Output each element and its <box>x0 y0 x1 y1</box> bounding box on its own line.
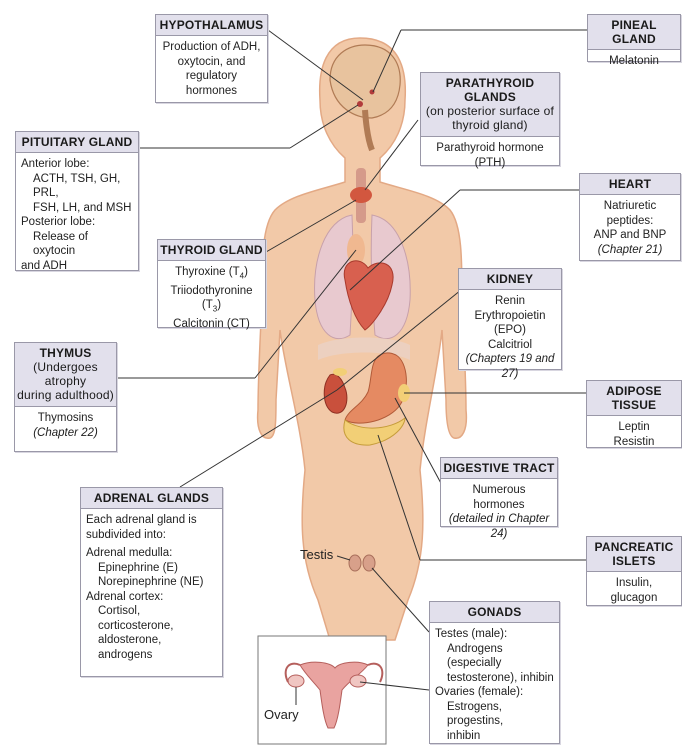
pancreatic-title: PANCREATIC <box>589 540 679 554</box>
kidney-line: Renin <box>464 294 556 309</box>
thyroid-line-t3: Triiodothyronine (T3) <box>163 284 260 317</box>
digestive-line: Numerous hormones <box>446 483 552 512</box>
ovary-left <box>288 675 304 687</box>
kidney-box: KIDNEY Renin Erythropoietin (EPO) Calcit… <box>458 268 562 370</box>
pancreatic-line: Insulin, glucagon <box>592 576 676 605</box>
heart-box: HEART Natriuretic peptides: ANP and BNP … <box>579 173 681 261</box>
hypothalamus-title: HYPOTHALAMUS <box>156 15 267 36</box>
testis-label: Testis <box>300 547 333 562</box>
thyroid-t3-text: Triiodothyronine (T <box>170 285 252 312</box>
adrenal-line: subdivided into: <box>86 528 217 543</box>
adipose-line: Resistin <box>592 435 676 450</box>
thyroid-line-t4: Thyroxine (T4) <box>163 265 260 284</box>
pituitary-line: Anterior lobe: <box>21 157 133 172</box>
adrenal-glands-box: ADRENAL GLANDS Each adrenal gland is sub… <box>80 487 223 677</box>
thymus-title: THYMUS <box>17 346 114 360</box>
pituitary-dot <box>357 101 363 107</box>
gonads-box: GONADS Testes (male): Androgens (especia… <box>429 601 560 744</box>
pituitary-title: PITUITARY GLAND <box>16 132 138 153</box>
hypothalamus-line: oxytocin, and <box>161 55 262 70</box>
gonads-line: Androgens (especially <box>435 642 554 671</box>
kidney-title: KIDNEY <box>459 269 561 290</box>
digestive-title: DIGESTIVE TRACT <box>441 458 557 479</box>
thyroid-t4-text: Thyroxine (T <box>175 266 240 278</box>
heart-line: (Chapter 21) <box>585 243 675 258</box>
pituitary-gland-box: PITUITARY GLAND Anterior lobe: ACTH, TSH… <box>15 131 139 271</box>
thyroid-title: THYROID GLAND <box>158 240 265 261</box>
parathyroid-box: PARATHYROID GLANDS (on posterior surface… <box>420 72 560 166</box>
gonads-line: Testes (male): <box>435 627 554 642</box>
gonads-title: GONADS <box>430 602 559 623</box>
parathyroid-subtitle: (on posterior surface of <box>423 104 557 118</box>
adrenal-line: aldosterone, androgens <box>86 633 217 662</box>
thyroid-close: ) <box>217 299 221 311</box>
gonads-line: Estrogens, progestins, <box>435 700 554 729</box>
testis-left <box>349 555 361 571</box>
pituitary-line: Posterior lobe: <box>21 215 133 230</box>
pancreatic-islets-box: PANCREATIC ISLETS Insulin, glucagon <box>586 536 682 606</box>
kidney-line: (Chapters 19 and 27) <box>464 352 556 381</box>
adrenal-cap <box>333 368 347 376</box>
pituitary-line: Release of oxytocin <box>21 230 133 259</box>
parathyroid-line: Parathyroid hormone (PTH) <box>426 141 554 170</box>
thymus-line: Thymosins <box>20 411 111 426</box>
adipose-line: Leptin <box>592 420 676 435</box>
pituitary-line: ACTH, TSH, GH, PRL, <box>21 172 133 201</box>
gonads-line: testosterone), inhibin <box>435 671 554 686</box>
adrenal-line: Cortisol, corticosterone, <box>86 604 217 633</box>
thyroid-gland-shape <box>350 187 372 203</box>
kidney-line: Erythropoietin (EPO) <box>464 309 556 338</box>
pineal-line: Melatonin <box>593 54 675 69</box>
thyroid-line: Calcitonin (CT) <box>163 317 260 332</box>
parathyroid-subtitle: thyroid gland) <box>423 118 557 132</box>
adrenal-line: Adrenal cortex: <box>86 590 217 605</box>
adrenal-line: Epinephrine (E) <box>86 561 217 576</box>
pituitary-line: and ADH <box>21 259 133 274</box>
adipose-title: ADIPOSE TISSUE <box>587 381 681 416</box>
heart-line: Natriuretic peptides: <box>585 199 675 228</box>
thyroid-close: ) <box>244 266 248 278</box>
thymus-subtitle: (Undergoes atrophy <box>17 360 114 388</box>
pineal-gland-box: PINEAL GLAND Melatonin <box>587 14 681 62</box>
ovary-label: Ovary <box>264 707 299 722</box>
heart-title: HEART <box>580 174 680 195</box>
hypothalamus-line: Production of ADH, <box>161 40 262 55</box>
adipose-tissue-box: ADIPOSE TISSUE Leptin Resistin <box>586 380 682 448</box>
parathyroid-title: PARATHYROID GLANDS <box>423 76 557 104</box>
gonads-line: inhibin <box>435 729 554 744</box>
heart-line: ANP and BNP <box>585 228 675 243</box>
pineal-title: PINEAL GLAND <box>588 15 680 50</box>
gonads-line: Ovaries (female): <box>435 685 554 700</box>
adrenal-line: Norepinephrine (NE) <box>86 575 217 590</box>
kidney-line: Calcitriol <box>464 338 556 353</box>
pituitary-line: FSH, LH, and MSH <box>21 201 133 216</box>
thymus-line: (Chapter 22) <box>20 426 111 441</box>
digestive-line: (detailed in Chapter 24) <box>446 512 552 541</box>
pancreatic-title: ISLETS <box>589 554 679 568</box>
digestive-tract-box: DIGESTIVE TRACT Numerous hormones (detai… <box>440 457 558 527</box>
hypothalamus-line: regulatory hormones <box>161 69 262 98</box>
thyroid-gland-box: THYROID GLAND Thyroxine (T4) Triiodothyr… <box>157 239 266 328</box>
adrenal-title: ADRENAL GLANDS <box>81 488 222 509</box>
ovary-right <box>350 675 366 687</box>
thymus-subtitle: during adulthood) <box>17 388 114 402</box>
adrenal-line: Adrenal medulla: <box>86 542 217 561</box>
hypothalamus-box: HYPOTHALAMUS Production of ADH, oxytocin… <box>155 14 268 103</box>
thymus-box: THYMUS (Undergoes atrophy during adultho… <box>14 342 117 452</box>
adrenal-line: Each adrenal gland is <box>86 513 217 528</box>
